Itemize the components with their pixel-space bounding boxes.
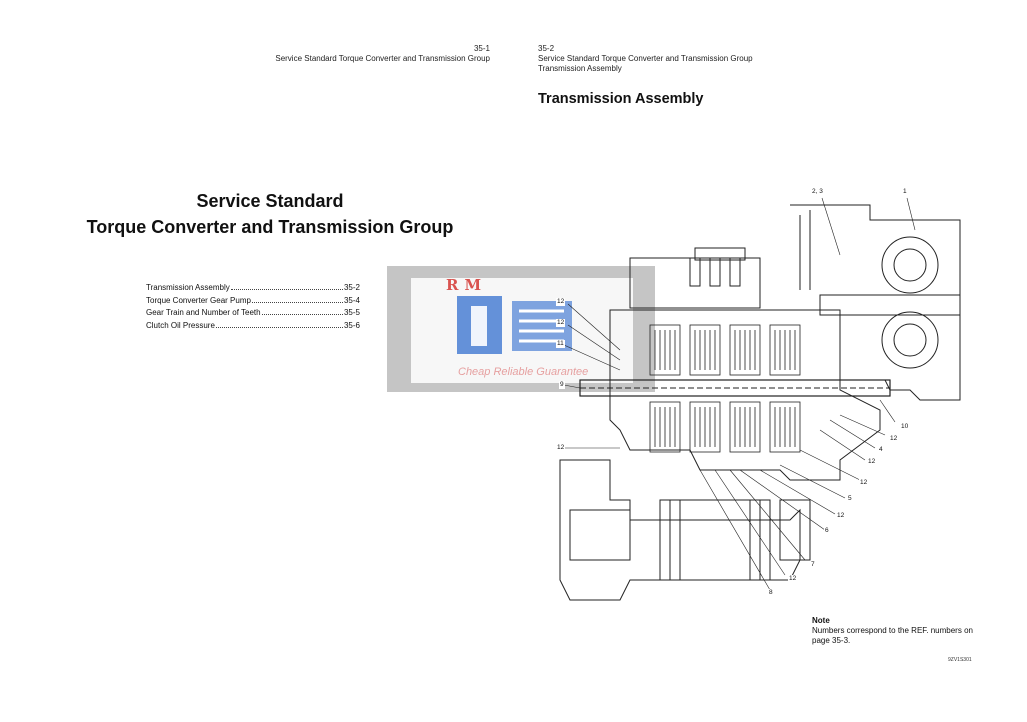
callout-2-3: 2, 3 [811, 188, 824, 196]
left-running-header: 35-1 Service Standard Torque Converter a… [240, 44, 490, 64]
callout-4: 4 [878, 446, 884, 454]
toc-entry[interactable]: Clutch Oil Pressure 35-6 [146, 321, 360, 334]
transmission-diagram [559, 197, 961, 601]
toc-entry[interactable]: Transmission Assembly 35-2 [146, 283, 360, 296]
callout-12: 12 [836, 512, 846, 520]
note-text: Numbers correspond to the REF. numbers o… [812, 626, 973, 645]
callout-12: 12 [788, 575, 798, 583]
left-page-number: 35-1 [473, 44, 490, 53]
chapter-title-line2: Torque Converter and Transmission Group [86, 217, 454, 237]
right-header-text-2: Transmission Assembly [538, 64, 622, 73]
toc-entry[interactable]: Gear Train and Number of Teeth 35-5 [146, 308, 360, 321]
right-running-header: 35-2 Service Standard Torque Converter a… [538, 44, 838, 74]
callout-10: 10 [900, 423, 910, 431]
note-heading: Note [812, 616, 830, 625]
callout-11: 11 [556, 340, 565, 348]
callout-8: 8 [768, 589, 774, 597]
callout-6: 6 [824, 527, 830, 535]
toc-page: 35-6 [343, 320, 360, 330]
callout-12: 12 [556, 444, 566, 452]
watermark-brand: RM [446, 276, 488, 294]
toc-label: Gear Train and Number of Teeth [146, 308, 261, 317]
diagram-note: Note Numbers correspond to the REF. numb… [812, 616, 992, 646]
right-header-text-1: Service Standard Torque Converter and Tr… [538, 54, 753, 63]
callout-12: 12 [867, 458, 877, 466]
figure-code: 9ZV1S301 [948, 657, 972, 663]
callout-12: 12 [556, 298, 566, 306]
toc-page: 35-2 [343, 283, 360, 292]
chapter-title-line1: Service Standard [196, 191, 344, 211]
callout-12: 12 [556, 319, 566, 327]
left-header-text: Service Standard Torque Converter and Tr… [275, 54, 490, 63]
toc-label: Torque Converter Gear Pump [146, 295, 251, 305]
callout-12: 12 [889, 435, 899, 443]
toc-label: Transmission Assembly [146, 283, 230, 292]
callout-9: 9 [559, 381, 565, 389]
toc-page: 35-4 [343, 295, 360, 305]
section-title: Transmission Assembly [538, 91, 704, 107]
table-of-contents: Transmission Assembly 35-2 Torque Convert… [146, 283, 360, 333]
toc-page: 35-5 [343, 308, 360, 317]
chapter-title: Service Standard Torque Converter and Tr… [40, 188, 500, 240]
right-page-number: 35-2 [538, 44, 555, 53]
watermark-tagline: Cheap Reliable Guarantee [458, 366, 589, 378]
toc-label: Clutch Oil Pressure [146, 320, 215, 330]
callout-7: 7 [810, 561, 816, 569]
toc-entry[interactable]: Torque Converter Gear Pump 35-4 [146, 296, 360, 309]
callout-5: 5 [847, 495, 853, 503]
callout-12: 12 [859, 479, 869, 487]
callout-1: 1 [902, 188, 908, 196]
